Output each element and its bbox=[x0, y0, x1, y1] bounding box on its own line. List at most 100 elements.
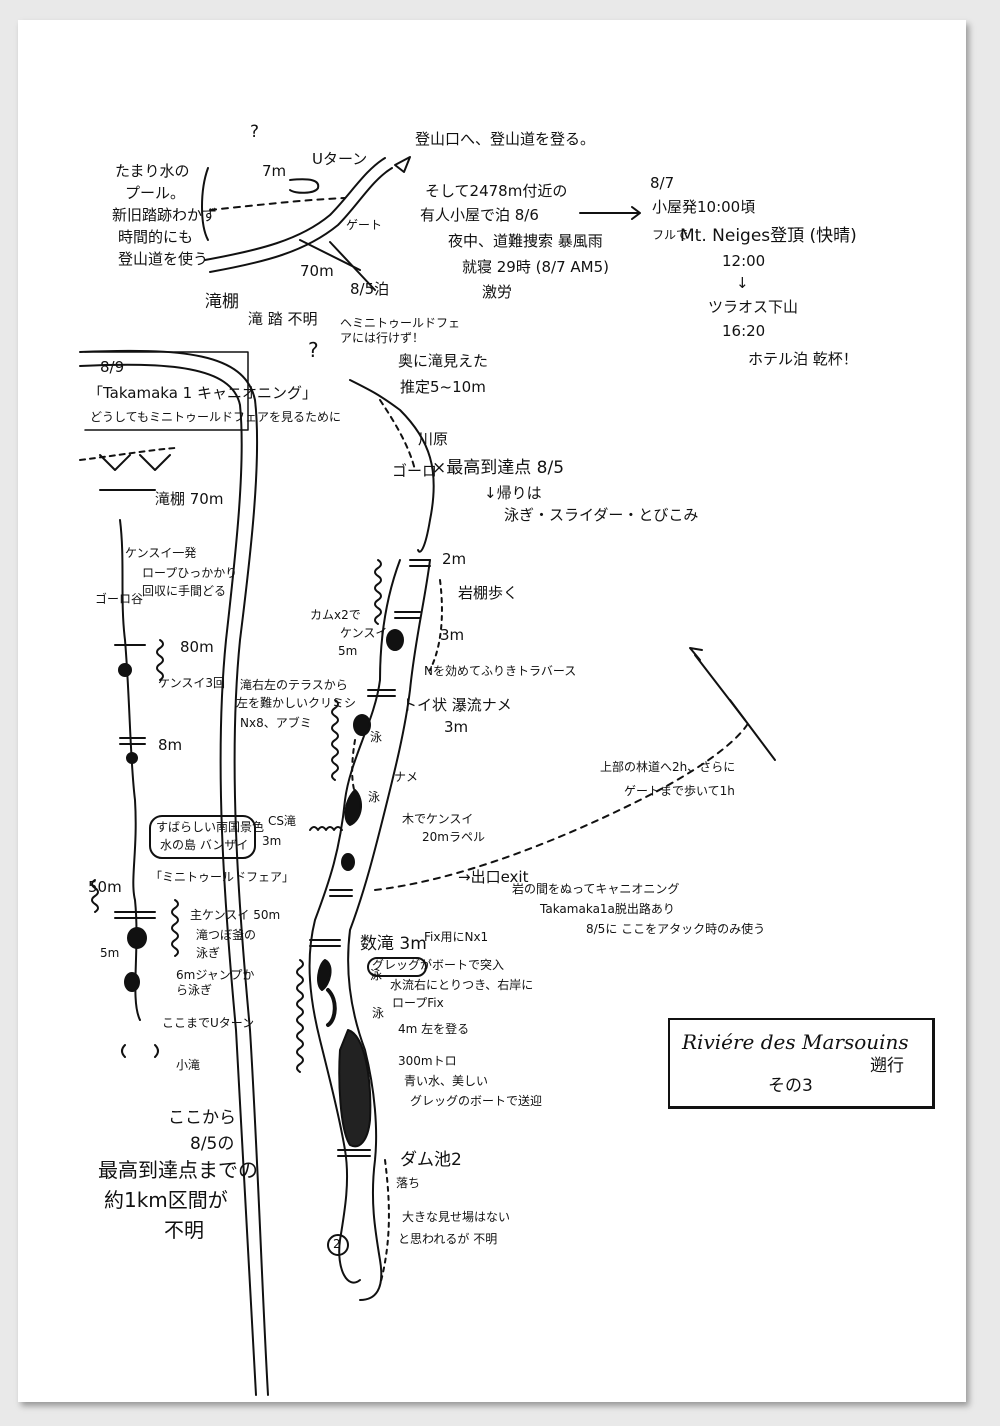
left-pool-4 bbox=[124, 972, 140, 992]
left-wave-a bbox=[156, 639, 164, 681]
top-dashed bbox=[209, 197, 346, 211]
greg-box bbox=[367, 957, 427, 977]
top-road-a bbox=[204, 157, 386, 261]
falls-3m: 3m bbox=[440, 626, 465, 644]
bracket bbox=[201, 167, 209, 241]
summit-prefix: フルで bbox=[652, 228, 689, 242]
left-pool-1 bbox=[118, 663, 132, 677]
exit-title: →出口exit bbox=[458, 868, 529, 886]
left-falls-5: 5m bbox=[100, 946, 120, 960]
left-rope-2: 回収に手間どる bbox=[142, 584, 227, 598]
left-dashed-top bbox=[79, 447, 176, 461]
dam: ダム池2 bbox=[400, 1150, 462, 1170]
date-87: 8/7 bbox=[650, 174, 675, 192]
top-center-4: 夜中、道難捜索 暴風雨 bbox=[448, 232, 603, 250]
arrow-to-right bbox=[579, 206, 641, 220]
upper-river bbox=[349, 379, 435, 553]
exit-3: 8/5に ここをアタック時のみ使う bbox=[586, 922, 766, 936]
main-rappel: 主ケンスイ 50m bbox=[190, 908, 281, 922]
pool-note-4: 時間的にも bbox=[118, 228, 194, 246]
bar-a bbox=[409, 559, 431, 567]
unknown-3: 最高到達点までの bbox=[98, 1158, 258, 1182]
left-pool-3 bbox=[127, 927, 147, 949]
upper-question: ? bbox=[308, 338, 319, 362]
unknown-4: 約1km区間が bbox=[104, 1188, 228, 1212]
return-methods: 泳ぎ・スライダー・とびこみ bbox=[504, 506, 699, 524]
left-wave-c bbox=[91, 879, 99, 913]
left-rope-1: ロープひっかかり bbox=[142, 566, 238, 580]
bar-d bbox=[329, 889, 353, 897]
highest-point: ×最高到達点 8/5 bbox=[432, 458, 565, 478]
terrace-2: 左を難かしいクリミシ bbox=[236, 696, 357, 710]
right-fix-2: ロープFix bbox=[392, 996, 444, 1010]
left-gorge: ゴーロ谷 bbox=[95, 592, 144, 606]
title-box: Riviére des Marsouins 遡行 その3 bbox=[668, 1018, 935, 1109]
bar-c bbox=[367, 689, 396, 697]
bank-wave-4 bbox=[309, 826, 343, 831]
unknown-1: ここから bbox=[168, 1108, 236, 1128]
pool-note-2: プール。 bbox=[125, 184, 186, 202]
exit-1: 岩の間をぬってキャニオニング bbox=[512, 882, 680, 896]
exit-path bbox=[374, 719, 751, 891]
scenic-2: 水の島 バンザイ bbox=[160, 838, 249, 852]
greg-boat: グレッグのボートで送迎 bbox=[410, 1094, 543, 1108]
pool-dark-2 bbox=[353, 714, 371, 736]
bar-e bbox=[309, 939, 341, 947]
uturn-arrow bbox=[289, 178, 320, 194]
left-falls-8: 8m bbox=[158, 736, 183, 754]
return-note: ↓帰りは bbox=[484, 484, 542, 502]
dashed-upper bbox=[379, 399, 416, 471]
top-center-5: 就寝 29時 (8/7 AM5) bbox=[462, 258, 609, 276]
swim-note-1: 滝つぼ釜の bbox=[196, 928, 257, 942]
swim-3: 泳 bbox=[370, 968, 383, 982]
main-river-a bbox=[308, 559, 401, 1284]
left-falls-80: 80m bbox=[180, 638, 214, 656]
circle-2 bbox=[327, 1234, 349, 1256]
bank-dash-2 bbox=[351, 739, 359, 801]
bottom-note-2: と思われるが 不明 bbox=[398, 1232, 498, 1246]
trough-3m: 3m bbox=[444, 718, 469, 736]
bank-wave-2 bbox=[331, 699, 339, 781]
summit: Mt. Neiges登頂 (快晴) bbox=[680, 226, 857, 246]
map-part: その3 bbox=[768, 1076, 813, 1096]
unknown-2: 8/5の bbox=[190, 1134, 235, 1154]
left-wave-b bbox=[171, 899, 179, 957]
terrace-3: Nx8、アブミ bbox=[240, 716, 312, 730]
top-center-1: 登山口へ、登山道を登る。 bbox=[415, 130, 596, 148]
logging-2: ゲートまで歩いて1h bbox=[624, 784, 735, 798]
fall-bottom: 落ち bbox=[396, 1176, 421, 1190]
trough: トイ状 瀑流ナメ bbox=[402, 696, 512, 714]
fix: Fix用にNx1 bbox=[424, 930, 489, 944]
map-title: Riviére des Marsouins bbox=[682, 1030, 909, 1054]
pool-note-3: 新旧踏跡わかず bbox=[112, 206, 218, 224]
summit-time: 12:00 bbox=[722, 252, 766, 270]
rappel-5m-2: ケンスイ bbox=[340, 626, 388, 640]
top-center-6: 激労 bbox=[482, 283, 513, 301]
swim-note-2: 泳ぎ bbox=[196, 946, 221, 960]
left-bracket-bottom bbox=[121, 1044, 159, 1058]
left-uturn: ここまでUターン bbox=[162, 1016, 255, 1030]
climb-left: 4m 左を登る bbox=[398, 1022, 470, 1036]
drop-7m: 7m bbox=[262, 162, 287, 180]
hotel: ホテル泊 乾杯！ bbox=[748, 350, 858, 368]
bar-f bbox=[337, 1149, 371, 1157]
road-slanted bbox=[694, 654, 746, 721]
bar-b bbox=[394, 611, 421, 619]
several-falls: 数滝 3m bbox=[360, 934, 427, 954]
pool-dark-6 bbox=[326, 988, 337, 1027]
pool-long bbox=[338, 1029, 372, 1148]
left-pool-2 bbox=[126, 752, 138, 764]
swim-1: 泳 bbox=[370, 730, 383, 744]
down-arrow: ↓ bbox=[736, 274, 749, 292]
cs-falls-1: CS滝 bbox=[268, 814, 296, 828]
left-branch bbox=[99, 454, 171, 471]
logging-1: 上部の林道へ2h、さらに bbox=[600, 760, 736, 774]
pool-note-5: 登山道を使う bbox=[118, 250, 209, 268]
top-arrow bbox=[394, 156, 411, 173]
falls-label: 滝棚 bbox=[205, 292, 239, 312]
top-center-2: そして2478m付近の bbox=[425, 182, 568, 200]
rappel-5m-3: 5m bbox=[338, 644, 358, 658]
swim-2: 泳 bbox=[368, 790, 381, 804]
left-event: 「Takamaka 1 キャニオニング」 bbox=[88, 384, 317, 402]
rappel-5m-1: カムx2で bbox=[310, 608, 361, 622]
